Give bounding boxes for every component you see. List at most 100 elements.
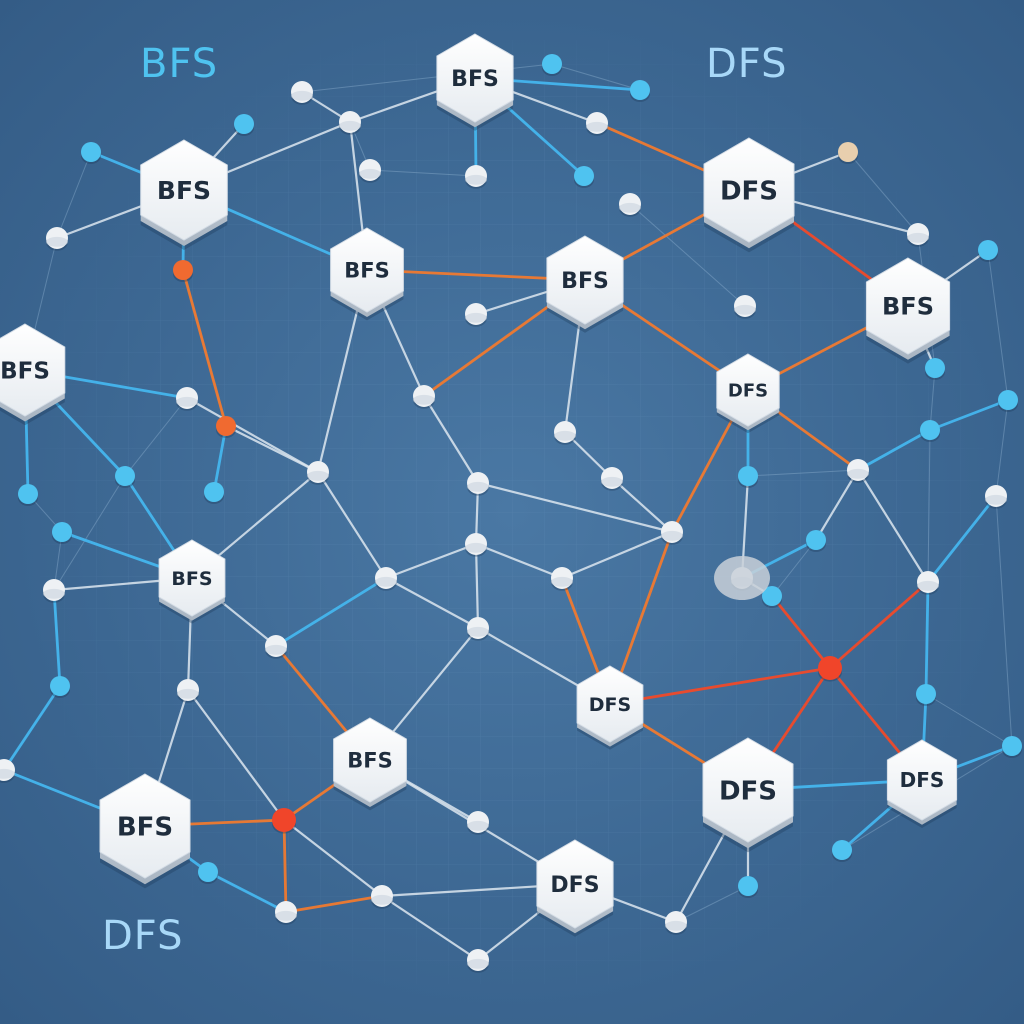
hex-nodes-layer: BFS BFS DFS BFS BFS BFS BFS DFS BFS DFS BFS BFS DFS D…	[0, 33, 958, 937]
node-dot-a57	[467, 949, 489, 973]
node-dot-a11	[173, 260, 193, 282]
hex-node-label: DFS	[720, 176, 778, 206]
hex-node-h15: DFS	[536, 839, 614, 937]
node-dot-a30	[847, 459, 869, 483]
node-dot-a16	[176, 387, 198, 411]
faint-line-13	[847, 151, 919, 235]
node-dot-a6	[81, 142, 101, 164]
node-dot-a26	[115, 466, 135, 488]
edge-46	[814, 468, 860, 542]
edge-50	[856, 428, 932, 472]
faint-line-1	[56, 151, 92, 239]
edge-73	[770, 594, 832, 670]
node-dot-a36	[375, 567, 397, 591]
hex-node-label: DFS	[900, 768, 945, 792]
hex-node-h6: BFS	[865, 257, 951, 364]
edge-93	[206, 870, 288, 914]
node-dot-a13	[978, 240, 998, 262]
node-dot-a31	[985, 485, 1007, 509]
hex-node-label: BFS	[0, 358, 50, 384]
node-dot-a4	[630, 80, 650, 102]
hex-node-h9: BFS	[158, 539, 226, 624]
node-dot-a47	[916, 684, 936, 706]
node-dot-a53	[371, 885, 393, 909]
node-dot-a20	[925, 358, 945, 380]
edge-40	[476, 481, 674, 534]
node-dot-a23	[307, 461, 329, 485]
blur-blob	[714, 556, 770, 600]
edge-41	[610, 476, 674, 534]
node-dot-a3	[586, 112, 608, 136]
node-dot-a55	[275, 901, 297, 925]
edge-56	[384, 576, 480, 630]
node-dot-a52	[198, 862, 218, 884]
hex-node-h10: DFS	[576, 665, 644, 750]
node-dot-a35	[806, 530, 826, 552]
edge-76	[924, 580, 930, 696]
hex-node-label: DFS	[719, 776, 777, 806]
hex-node-label: DFS	[589, 694, 631, 716]
hex-node-label: BFS	[451, 67, 499, 92]
hex-node-label: BFS	[561, 269, 609, 294]
edge-69	[2, 684, 62, 772]
node-dot-a46	[177, 679, 199, 703]
node-dot-a25	[601, 467, 623, 491]
edge-52	[474, 542, 564, 580]
node-dot-a21	[998, 390, 1018, 412]
edge-68	[186, 688, 286, 822]
faint-line-18	[675, 885, 749, 923]
node-dot-a18	[216, 416, 236, 438]
faint-line-7	[987, 249, 1009, 401]
edge-85	[282, 818, 288, 914]
node-dot-a19	[554, 421, 576, 445]
hex-node-h2: BFS	[140, 139, 228, 250]
edge-49	[926, 494, 998, 584]
edge-34	[185, 396, 320, 474]
faint-line-8	[995, 399, 1009, 497]
edge-54	[560, 530, 674, 580]
edge-98	[928, 398, 1010, 432]
node-dot-a41	[762, 586, 782, 608]
node-dot-a54	[738, 876, 758, 898]
corner-label-top-right: DFS	[706, 41, 788, 87]
edge-63	[52, 588, 62, 688]
faint-line-3	[124, 397, 188, 477]
faint-line-15	[369, 169, 477, 177]
hex-node-label: DFS	[550, 873, 599, 898]
node-dot-a49	[0, 759, 15, 783]
hex-node-h8: DFS	[716, 353, 780, 434]
hex-node-h5: BFS	[546, 235, 624, 333]
dots-layer	[0, 54, 1022, 973]
hex-node-h1: BFS	[436, 33, 514, 131]
node-dot-a9	[574, 166, 594, 188]
hex-node-h4: BFS	[330, 227, 404, 321]
edge-45	[856, 468, 930, 584]
hex-node-label: DFS	[728, 380, 768, 401]
hex-node-h13: DFS	[702, 737, 794, 853]
node-dot-a14	[465, 303, 487, 327]
edge-86	[282, 818, 384, 898]
node-dot-a2	[339, 111, 361, 135]
node-dot-a29	[738, 466, 758, 488]
edge-35	[422, 394, 480, 485]
node-dot-a24	[467, 472, 489, 496]
edge-37	[316, 470, 388, 580]
faint-line-26	[747, 469, 859, 477]
node-dot-a17	[413, 385, 435, 409]
node-dot-a33	[661, 521, 683, 545]
node-dot-a61	[359, 159, 381, 183]
node-dot-a10	[46, 227, 68, 251]
node-dot-a7	[838, 142, 858, 164]
faint-line-16	[629, 203, 746, 307]
hex-node-h3: DFS	[703, 137, 795, 253]
node-dot-a27	[18, 484, 38, 506]
node-dot-a48	[1002, 736, 1022, 758]
node-dot-a5	[234, 114, 254, 136]
edge-92	[380, 894, 480, 962]
edge-72	[828, 580, 930, 670]
node-dot-a43	[265, 635, 287, 659]
hex-node-h11: BFS	[333, 717, 407, 811]
hex-node-h12: BFS	[99, 773, 191, 889]
